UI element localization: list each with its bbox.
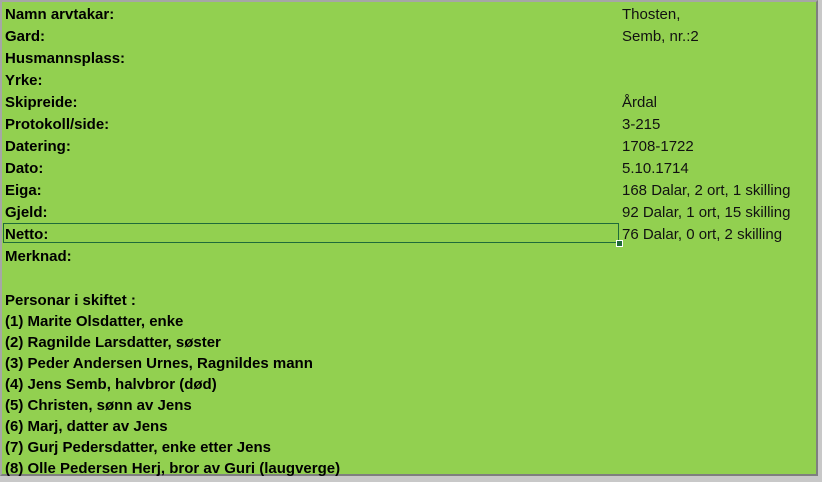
row-namn-arvtakar[interactable]: Namn arvtakar: Thosten, (2, 4, 816, 26)
field-label: Dato: (5, 160, 44, 177)
list-item[interactable]: (2) Ragnilde Larsdatter, søster (5, 334, 221, 351)
field-label: Netto: (5, 226, 49, 243)
field-label: Yrke: (5, 72, 43, 89)
field-label: Datering: (5, 138, 71, 155)
persons-heading: Personar i skiftet : (5, 292, 136, 309)
field-label: Merknad: (5, 248, 72, 265)
row-gard[interactable]: Gard: Semb, nr.:2 (2, 26, 816, 48)
field-label: Namn arvtakar: (5, 6, 115, 23)
row-datering[interactable]: Datering: 1708-1722 (2, 136, 816, 158)
field-value: 3-215 (622, 116, 661, 133)
field-value: Årdal (622, 94, 658, 111)
list-item[interactable]: (8) Olle Pedersen Herj, bror av Guri (la… (5, 460, 341, 477)
field-value: Semb, nr.:2 (622, 28, 699, 45)
row-husmannsplass[interactable]: Husmannsplass: (2, 48, 816, 70)
field-value: 5.10.1714 (622, 160, 689, 177)
row-protokoll-side[interactable]: Protokoll/side: 3-215 (2, 114, 816, 136)
fill-handle[interactable] (616, 240, 623, 247)
list-item[interactable]: (6) Marj, datter av Jens (5, 418, 168, 435)
field-label: Eiga: (5, 182, 42, 199)
field-value: 76 Dalar, 0 ort, 2 skilling (622, 226, 783, 243)
field-label: Protokoll/side: (5, 116, 110, 133)
row-merknad[interactable]: Merknad: (2, 246, 816, 268)
row-gjeld[interactable]: Gjeld: 92 Dalar, 1 ort, 15 skilling (2, 202, 816, 224)
field-value: Thosten, (622, 6, 681, 23)
list-item[interactable]: (5) Christen, sønn av Jens (5, 397, 192, 414)
row-dato[interactable]: Dato: 5.10.1714 (2, 158, 816, 180)
row-eiga[interactable]: Eiga: 168 Dalar, 2 ort, 1 skilling (2, 180, 816, 202)
row-yrke[interactable]: Yrke: (2, 70, 816, 92)
list-item[interactable]: (4) Jens Semb, halvbror (død) (5, 376, 217, 393)
list-item[interactable]: (1) Marite Olsdatter, enke (5, 313, 184, 330)
row-skipreide[interactable]: Skipreide: Årdal (2, 92, 816, 114)
row-netto[interactable]: Netto: 76 Dalar, 0 ort, 2 skilling (2, 224, 816, 246)
field-label: Gjeld: (5, 204, 48, 221)
field-label: Husmannsplass: (5, 50, 126, 67)
field-label: Skipreide: (5, 94, 78, 111)
list-item[interactable]: (3) Peder Andersen Urnes, Ragnildes mann (5, 355, 313, 372)
field-value: 168 Dalar, 2 ort, 1 skilling (622, 182, 791, 199)
list-item[interactable]: (7) Gurj Pedersdatter, enke etter Jens (5, 439, 271, 456)
field-value: 1708-1722 (622, 138, 694, 155)
field-value: 92 Dalar, 1 ort, 15 skilling (622, 204, 791, 221)
field-label: Gard: (5, 28, 46, 45)
